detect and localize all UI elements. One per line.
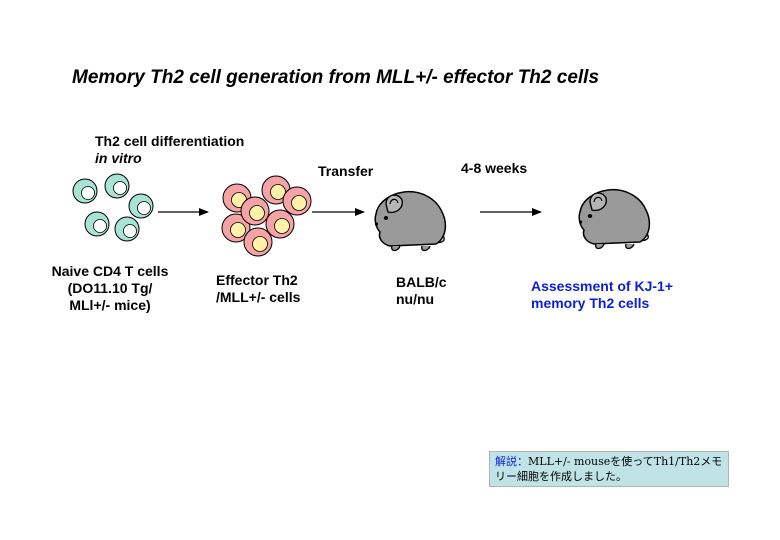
mouse-icon — [374, 190, 447, 252]
differentiation-label: Th2 cell differentiation in vitro — [95, 133, 244, 167]
assessment-label-line1: Assessment of KJ-1+ — [531, 278, 674, 294]
page-title: Memory Th2 cell generation from MLL+/- e… — [72, 67, 600, 88]
mouse-icon — [578, 188, 651, 250]
effector-cell-icon — [243, 227, 273, 257]
naive-cell-icon — [104, 173, 130, 199]
naive-label-line1: Naive CD4 T cells — [51, 263, 169, 279]
differentiation-label-line1: Th2 cell differentiation — [95, 133, 245, 149]
effector-label-line2: /MLL+/- cells — [216, 289, 301, 305]
effector-cell-icon — [265, 209, 295, 239]
host-label-line2: nu/nu — [396, 291, 435, 307]
effector-label-line1: Effector Th2 — [216, 272, 298, 288]
naive-cell-icon — [128, 193, 154, 219]
transfer-label: Transfer — [318, 163, 374, 179]
note-box: 解説：MLL+/- mouseを使ってTh1/Th2メモリー細胞を作成しました。 — [489, 451, 729, 487]
naive-cells-group — [72, 173, 154, 242]
duration-label: 4-8 weeks — [461, 160, 528, 176]
effector-cells-group — [221, 175, 312, 257]
naive-cell-icon — [72, 178, 98, 204]
effector-cell-icon — [221, 213, 251, 243]
effector-cell-icon — [282, 186, 312, 216]
assessment-label: Assessment of KJ-1+ memory Th2 cells — [531, 278, 673, 312]
naive-label-line3: MLl+/- mice) — [69, 297, 151, 313]
assessment-label-line2: memory Th2 cells — [531, 295, 650, 311]
host-label-line1: BALB/c — [396, 274, 447, 290]
effector-label: Effector Th2 /MLL+/- cells — [216, 272, 300, 306]
naive-label-line2: (DO11.10 Tg/ — [67, 280, 153, 296]
note-text: MLL+/- mouseを使ってTh1/Th2メモリー細胞を作成しました。 — [495, 455, 723, 483]
note-key: 解説： — [495, 455, 528, 468]
host-label: BALB/c nu/nu — [396, 274, 447, 308]
naive-cell-icon — [114, 216, 140, 242]
differentiation-label-line2: in vitro — [95, 150, 142, 166]
naive-cell-icon — [84, 211, 110, 237]
naive-label: Naive CD4 T cells (DO11.10 Tg/ MLl+/- mi… — [44, 263, 176, 314]
effector-cell-icon — [240, 196, 270, 226]
